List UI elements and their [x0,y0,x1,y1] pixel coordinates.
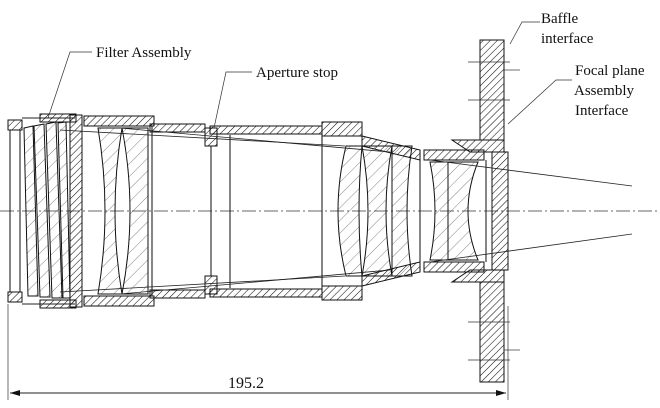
rear-lens-group [337,135,421,287]
filter-elements [23,121,71,299]
label-focal-plane-line2: Assembly [574,83,635,99]
ray-bundle [59,127,633,295]
label-aperture-stop: Aperture stop [256,65,338,81]
label-filter-assembly: Filter Assembly [96,45,192,61]
label-focal-plane-line3: Interface [575,103,629,119]
field-lens-group [423,149,487,273]
aperture-stop [204,127,218,295]
focal-plane-flange [450,39,520,383]
filter-assembly-housing [7,113,83,309]
label-baffle-line1: Baffle [541,11,579,27]
label-baffle-line2: interface [541,31,594,47]
dimension-value: 195.2 [228,375,264,392]
leader-lines [47,21,572,129]
dimension-line [7,304,509,400]
label-focal-plane-line1: Focal plane [575,63,645,79]
